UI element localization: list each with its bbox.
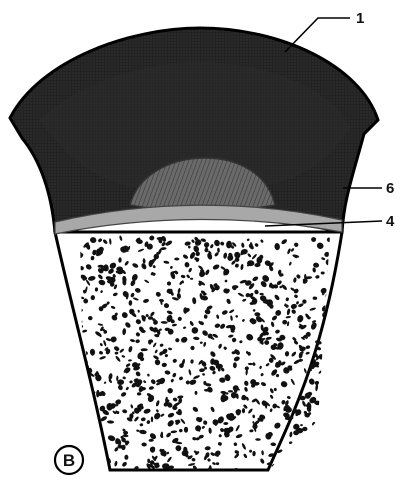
trabecula-speck: [141, 348, 148, 351]
trabecula-speck: [89, 435, 93, 440]
trabecula-speck: [301, 400, 306, 407]
trabecula-speck: [280, 466, 284, 470]
trabecula-speck: [85, 394, 93, 398]
trabecula-speck: [331, 408, 339, 413]
trabecula-speck: [330, 381, 334, 385]
trabecula-speck: [318, 369, 324, 374]
trabecula-speck: [308, 433, 315, 438]
trabecula-speck: [78, 424, 85, 430]
trabecula-speck: [324, 380, 326, 387]
trabecula-speck: [333, 399, 337, 405]
label-4: 4: [386, 213, 395, 230]
trabecula-speck: [83, 383, 88, 390]
trabecula-speck: [295, 440, 304, 448]
trabecula-speck: [332, 332, 337, 339]
trabecula-speck: [316, 451, 323, 457]
trabecula-speck: [85, 447, 93, 450]
trabecula-speck: [278, 459, 285, 466]
trabecula-speck: [332, 364, 340, 371]
bone-shaft: [55, 232, 342, 470]
trabecula-speck: [332, 431, 339, 436]
trabecula-speck: [321, 422, 326, 427]
trabecula-speck: [333, 308, 341, 316]
trabecula-speck: [330, 375, 338, 383]
trabecula-speck: [276, 459, 283, 466]
trabecula-speck: [333, 388, 338, 394]
trabecula-speck: [289, 441, 293, 444]
trabecula-speck: [88, 412, 92, 416]
trabecula-speck: [79, 409, 84, 414]
trabecula-speck: [309, 426, 317, 434]
trabecula-speck: [213, 360, 219, 366]
trabecula-speck: [319, 424, 326, 429]
trabecula-speck: [305, 461, 312, 466]
trabecula-speck: [100, 455, 105, 460]
trabecula-speck: [332, 380, 336, 384]
trabecula-speck: [335, 416, 342, 422]
trabecula-speck: [332, 366, 334, 370]
trabecula-speck: [316, 457, 320, 463]
trabecula-speck: [76, 410, 84, 418]
trabecula-speck: [87, 401, 94, 406]
trabecula-speck: [322, 383, 325, 386]
trabecula-speck: [311, 421, 315, 426]
trabecula-speck: [284, 457, 289, 465]
trabecula-speck: [318, 412, 324, 418]
trabecula-speck: [289, 431, 293, 437]
trabecula-speck: [314, 380, 320, 386]
trabecula-speck: [331, 297, 337, 303]
panel-label: B: [63, 451, 75, 470]
label-6: 6: [386, 180, 394, 197]
trabecula-speck: [90, 432, 99, 441]
trabecula-speck: [318, 418, 323, 423]
trabecula-speck: [76, 418, 84, 424]
trabecula-speck: [324, 448, 331, 457]
trabecula-speck: [228, 390, 233, 392]
trabecula-speck: [87, 402, 91, 406]
trabecula-speck: [174, 258, 179, 261]
trabecula-speck: [308, 377, 316, 385]
trabecula-speck: [324, 438, 330, 445]
trabecula-speck: [114, 404, 118, 406]
trabecula-speck: [93, 465, 97, 469]
trabecula-speck: [327, 363, 332, 369]
trabecula-speck: [333, 427, 339, 433]
trabecula-speck: [326, 449, 334, 457]
trabecula-speck: [328, 365, 334, 369]
trabecula-speck: [299, 460, 305, 466]
trabecula-speck: [299, 454, 305, 459]
trabecula-speck: [88, 403, 93, 409]
trabecula-speck: [283, 453, 290, 460]
trabecula-speck: [332, 399, 338, 403]
trabecula-speck: [331, 333, 340, 341]
trabecula-speck: [124, 455, 128, 460]
trabecula-speck: [88, 413, 92, 418]
trabecula-speck: [321, 423, 327, 428]
trabecula-speck: [334, 399, 340, 404]
trabecula-speck: [326, 420, 333, 428]
trabecula-speck: [332, 453, 337, 461]
trabecula-speck: [300, 424, 303, 426]
trabecula-speck: [288, 365, 293, 368]
trabecula-speck: [333, 340, 338, 347]
trabecula-speck: [83, 431, 88, 437]
trabecula-speck: [326, 337, 335, 346]
trabecula-speck: [335, 286, 341, 291]
trabecula-speck: [328, 435, 336, 442]
trabecula-speck: [327, 358, 333, 363]
trabecula-speck: [325, 401, 330, 407]
trabecula-speck: [285, 464, 291, 470]
label-1: 1: [356, 10, 364, 27]
trabecula-speck: [322, 458, 328, 464]
